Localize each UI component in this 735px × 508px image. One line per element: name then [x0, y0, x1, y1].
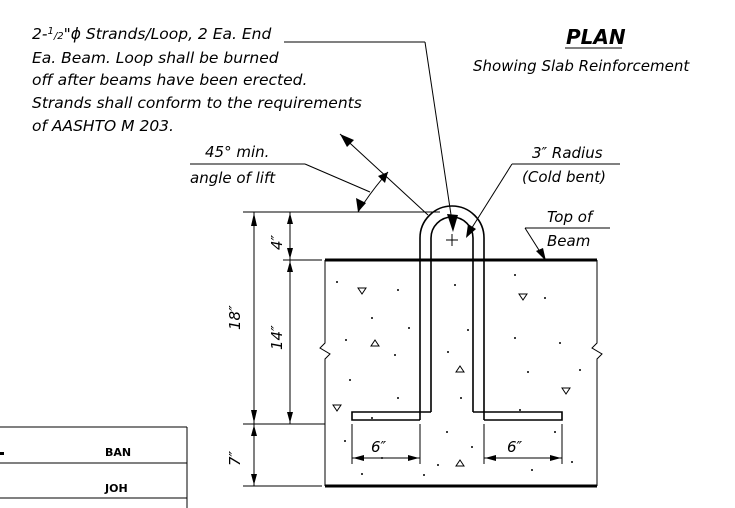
note-line1-rest: "ϕ Strands/Loop, 2 Ea. End	[64, 25, 272, 43]
dim-leg-left-label: 6″	[371, 438, 387, 456]
title-block-row1: BAN	[105, 446, 131, 459]
dim-embed-label: 14″	[268, 325, 286, 350]
angle-callout: 45° min. angle of lift	[190, 133, 429, 216]
note-fraction-den: 2	[57, 31, 63, 42]
strand-loop	[351, 205, 563, 421]
note-line2: Ea. Beam. Loop shall be burned	[32, 49, 279, 67]
angle-arc-arrow-top	[378, 172, 388, 183]
radius-leader	[467, 163, 513, 235]
title-block-row2: JOH	[104, 482, 128, 495]
title-block-fragment	[0, 452, 4, 455]
note-fraction-num: 1	[47, 26, 53, 37]
angle-label-bottom: angle of lift	[190, 169, 276, 187]
loop-inner-strand	[430, 216, 474, 412]
right-break-line	[591, 260, 603, 486]
title-sub: Showing Slab Reinforcement	[473, 57, 690, 75]
dim-loop-label: 4″	[268, 234, 286, 250]
title-block: BAN JOH	[0, 426, 188, 508]
note-line3: off after beams have been erected.	[32, 71, 307, 89]
horizontal-dimensions: 6″ 6″	[351, 424, 563, 464]
dim-leg-right-label: 6″	[507, 438, 523, 456]
radius-callout: 3″ Radius (Cold bent)	[466, 144, 620, 238]
note-leader-line	[424, 41, 454, 229]
radius-label-bottom: (Cold bent)	[522, 168, 606, 186]
note-leader-arrowhead	[447, 214, 458, 232]
strand-note: 2-1/2"ϕ Strands/Loop, 2 Ea. End Ea. Beam…	[32, 25, 458, 232]
concrete-beam-section	[319, 258, 603, 488]
angle-arc-arrow-bottom	[356, 198, 366, 212]
note-line1-start: 2-	[32, 25, 48, 43]
plan-title: PLAN Showing Slab Reinforcement	[473, 25, 690, 75]
top-of-beam-callout: Top of Beam	[524, 208, 610, 261]
radius-label-top: 3″ Radius	[532, 144, 603, 162]
angle-label-top: 45° min.	[205, 143, 269, 161]
dim-overall-label: 18″	[226, 305, 244, 330]
note-line4: Strands shall conform to the requirement…	[32, 94, 362, 112]
dim-lower-label: 7″	[226, 450, 244, 466]
aggregate-hatching	[332, 287, 571, 467]
note-line5: of AASHTO M 203.	[32, 117, 174, 135]
svg-text:2-1/2"ϕ Strands/Loop, 2 Ea. En: 2-1/2"ϕ Strands/Loop, 2 Ea. End	[32, 25, 271, 43]
title-main: PLAN	[566, 25, 626, 49]
vertical-dimensions: 18″ 4″ 14″ 7″	[226, 211, 440, 487]
loop-outer-strand	[419, 205, 485, 420]
angle-leader	[304, 163, 371, 193]
left-break-line	[319, 260, 331, 486]
beam-leader-arrowhead	[536, 248, 546, 261]
aggregate-dots	[336, 274, 581, 476]
beam-label-top: Top of	[547, 208, 595, 226]
beam-label-bottom: Beam	[547, 232, 590, 250]
lift-line-arrowhead	[340, 134, 354, 147]
loop-left-foot	[351, 411, 431, 421]
loop-right-foot	[473, 411, 563, 421]
radius-leader-arrowhead	[466, 224, 476, 238]
